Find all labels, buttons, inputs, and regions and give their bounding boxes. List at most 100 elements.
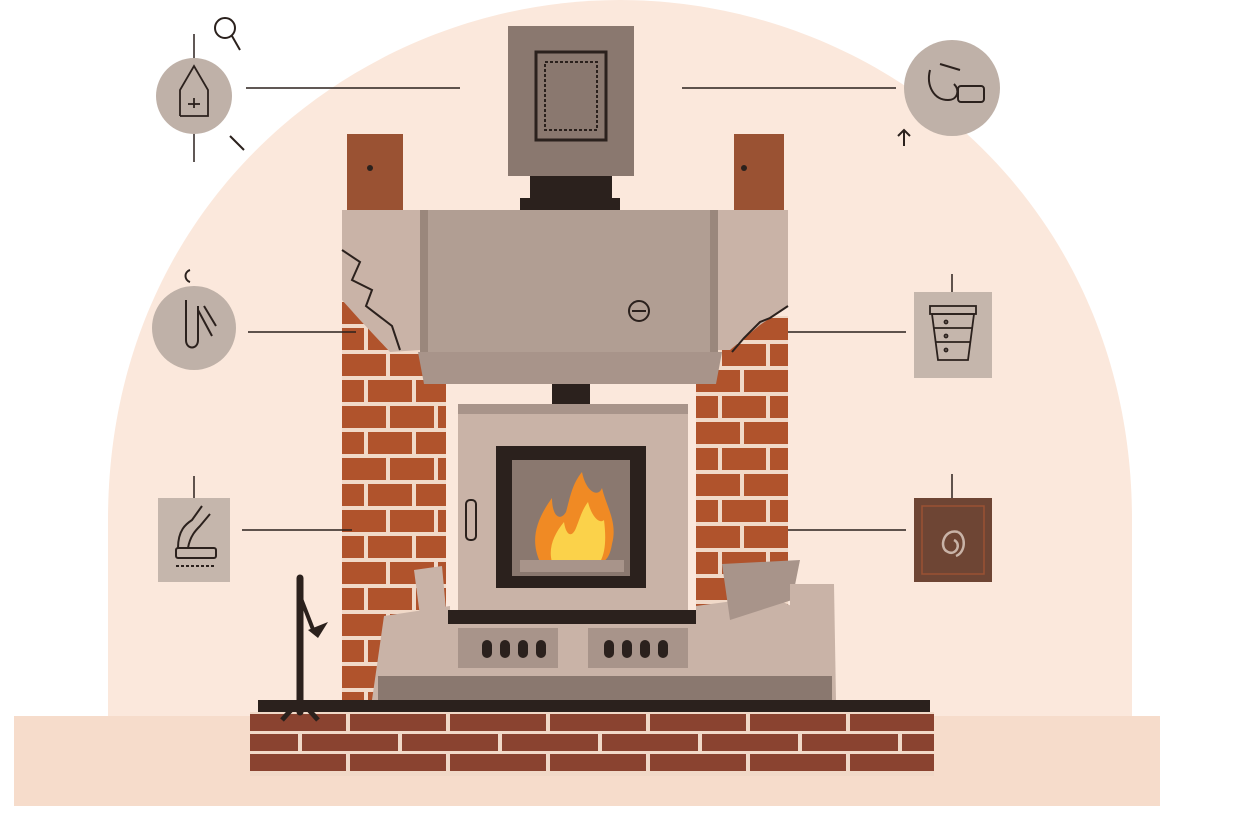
hearth-brick: [702, 734, 798, 751]
damper-dial-icon: [941, 530, 965, 558]
brick: [438, 406, 446, 428]
brick: [696, 396, 718, 418]
hearth-brick: [850, 714, 934, 731]
hearth-brick: [550, 754, 646, 771]
wood-stove: [458, 404, 688, 614]
vent-slot: [536, 640, 546, 658]
callout-top-right: [897, 40, 1000, 146]
poker-tongs-icon: [184, 269, 217, 349]
hearth-brick: [450, 714, 546, 731]
hearth-brick: [250, 714, 346, 731]
hearth-ledge: [258, 700, 930, 712]
hearth-brick: [802, 734, 898, 751]
brick: [770, 500, 788, 522]
callout-mid-right: [914, 274, 992, 378]
chimney-cap-icon: [179, 64, 209, 117]
brick: [438, 510, 446, 532]
brick: [342, 354, 386, 376]
brick: [722, 396, 766, 418]
brick: [368, 432, 412, 454]
callout-low-left: [158, 476, 230, 582]
brick: [696, 422, 740, 444]
brick: [342, 510, 386, 532]
stove-vents: [482, 640, 668, 658]
chimney-box: [508, 26, 634, 210]
leader-lines: [242, 87, 906, 531]
wood-panel-right: [734, 134, 784, 210]
brick: [438, 458, 446, 480]
vent-slot: [518, 640, 528, 658]
brick: [342, 536, 364, 558]
poker-stand-icon: [280, 574, 328, 722]
brick: [342, 562, 386, 584]
brick: [722, 500, 766, 522]
hearth-brick: [302, 734, 398, 751]
hearth-brick: [350, 754, 446, 771]
hearth-brick: [250, 754, 346, 771]
ash-bucket-icon: [175, 505, 217, 567]
brick: [342, 640, 364, 662]
callout-low-right: [914, 474, 992, 582]
vent-slot: [622, 640, 632, 658]
brick: [770, 344, 788, 366]
brick: [368, 536, 412, 558]
vent-slot: [500, 640, 510, 658]
brick: [342, 484, 364, 506]
vent-slot: [604, 640, 614, 658]
brick: [744, 474, 788, 496]
hearth-brick: [502, 734, 598, 751]
brick: [368, 588, 412, 610]
brick: [416, 380, 446, 402]
hearth-brick: [650, 714, 746, 731]
magnifier-icon: [214, 17, 241, 51]
brick: [342, 692, 364, 700]
mantel-hood: [341, 210, 789, 384]
hearth-brick: [850, 754, 934, 771]
brick: [696, 552, 718, 574]
brick: [696, 500, 718, 522]
wood-panel-left: [347, 134, 403, 210]
hearth-brick: [750, 714, 846, 731]
hearth-brick: [402, 734, 498, 751]
hearth-brick: [450, 754, 546, 771]
hearth-bricks: [250, 712, 934, 776]
tool-hook-icon: [928, 63, 985, 103]
brick-column-left: [342, 300, 446, 700]
hearth-brick: [250, 734, 298, 751]
brick: [416, 432, 446, 454]
brick: [390, 458, 434, 480]
brick: [416, 484, 446, 506]
brick: [696, 448, 718, 470]
brick: [390, 406, 434, 428]
brick: [696, 474, 740, 496]
vent-slot: [482, 640, 492, 658]
brick: [342, 406, 386, 428]
brick: [368, 484, 412, 506]
brick: [390, 510, 434, 532]
brick: [342, 614, 386, 636]
brick: [342, 380, 364, 402]
brick: [342, 588, 364, 610]
brick: [416, 536, 446, 558]
stone-base: [372, 560, 836, 704]
brick: [368, 380, 412, 402]
brick: [770, 448, 788, 470]
brick: [744, 422, 788, 444]
hearth-brick: [602, 734, 698, 751]
vent-slot: [640, 640, 650, 658]
callout-top-left: [156, 17, 245, 162]
hearth-brick: [350, 714, 446, 731]
wood-rack-icon: [929, 305, 977, 361]
brick: [342, 458, 386, 480]
hearth-brick: [750, 754, 846, 771]
brick: [744, 526, 788, 548]
brick: [770, 396, 788, 418]
callout-mid-left: [152, 269, 236, 370]
hearth-brick: [650, 754, 746, 771]
brick: [722, 448, 766, 470]
brick: [744, 370, 788, 392]
brick: [342, 432, 364, 454]
vent-slot: [658, 640, 668, 658]
brick: [342, 328, 364, 350]
